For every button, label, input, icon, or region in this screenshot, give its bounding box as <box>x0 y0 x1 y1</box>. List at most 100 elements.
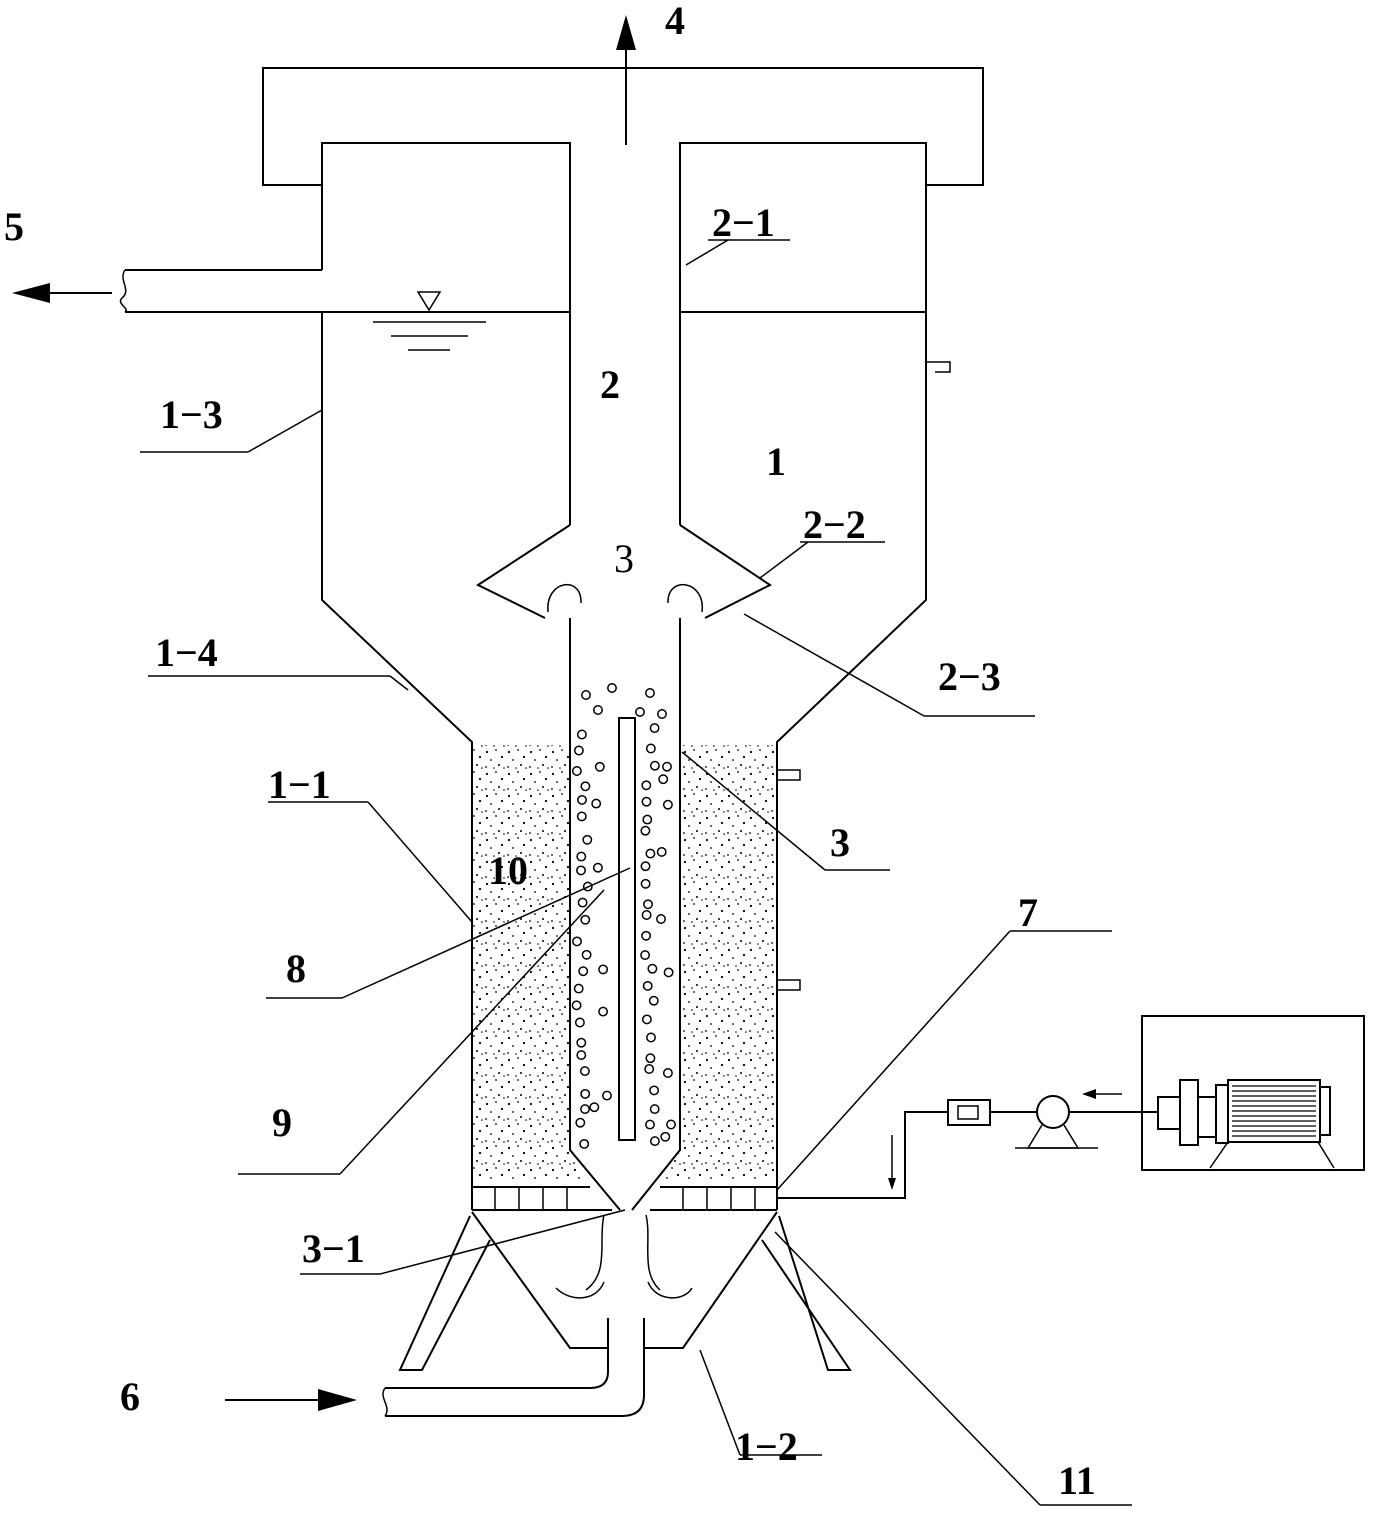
label-1-4: 1−4 <box>155 630 218 675</box>
gas-bubble <box>576 1037 587 1048</box>
gas-bubble <box>576 811 587 822</box>
gas-bubble <box>579 1066 590 1077</box>
gas-bubble <box>575 1117 586 1128</box>
gas-bubble <box>635 707 645 717</box>
gas-bubble <box>592 862 603 873</box>
gas-bubble <box>645 1119 655 1130</box>
gas-bubble <box>579 1138 590 1149</box>
gas-bubble <box>648 995 659 1006</box>
gas-bubble <box>649 1104 660 1115</box>
gas-bubble <box>589 1102 600 1113</box>
label-2-3: 2−3 <box>938 654 1001 699</box>
gas-bubble <box>593 705 603 715</box>
label-3-separator: 3 <box>614 536 634 581</box>
water-level-symbol <box>373 291 486 351</box>
gas-bubble <box>645 688 655 698</box>
gas-bubble <box>649 1136 660 1147</box>
label-8: 8 <box>286 946 306 991</box>
gas-bubble <box>580 781 591 792</box>
gas-bubble <box>645 1053 656 1064</box>
label-3: 3 <box>830 820 850 865</box>
gas-bubble <box>662 1068 673 1078</box>
gas-bubble <box>666 1119 676 1130</box>
gas-bubble <box>580 914 591 925</box>
gas-bubble <box>641 930 652 941</box>
aeration-system <box>777 1089 1158 1199</box>
three-phase-separator <box>475 524 772 619</box>
diagram-labels: 4 5 2−1 2 1−3 1 2−2 3 1−4 2−3 1−1 10 3 7… <box>4 0 1096 1503</box>
motor-unit <box>1141 1015 1365 1171</box>
gas-collection-hood <box>262 67 984 186</box>
gas-bubble <box>642 980 653 991</box>
gas-bubble <box>643 899 653 910</box>
gas-bubble <box>571 1000 582 1011</box>
riser-tube <box>569 618 681 1211</box>
gas-bubble <box>576 865 586 876</box>
gas-bubble <box>657 709 667 719</box>
label-1: 1 <box>766 439 786 484</box>
gas-bubble <box>642 814 653 825</box>
gas-bubble <box>576 729 587 740</box>
gas-bubble <box>644 1064 655 1074</box>
gas-bubble <box>641 796 652 807</box>
gas-outlet-arrow <box>616 15 636 145</box>
gas-bubble <box>598 1006 609 1017</box>
label-1-1: 1−1 <box>268 762 331 807</box>
label-4: 4 <box>665 0 685 43</box>
label-2-1: 2−1 <box>712 200 775 245</box>
gas-bubble <box>649 760 660 771</box>
gas-bubble <box>649 723 660 734</box>
gas-bubbles <box>571 683 676 1149</box>
gas-bubble <box>640 825 651 836</box>
gas-bubble <box>640 950 651 961</box>
gas-bubble <box>662 799 673 810</box>
gas-bubble <box>663 967 674 978</box>
gas-bubble <box>656 914 666 924</box>
gas-bubble <box>582 834 593 845</box>
label-6: 6 <box>120 1374 140 1419</box>
gas-bubble <box>602 1090 612 1101</box>
gas-bubble <box>573 983 584 994</box>
inlet-pipe <box>225 1318 645 1417</box>
label-2: 2 <box>600 362 620 407</box>
gas-bubble <box>581 690 591 700</box>
gas-bubble <box>649 1085 660 1096</box>
distribution-plate <box>472 1186 777 1211</box>
gas-bubble <box>640 861 651 872</box>
gas-bubble <box>660 1131 671 1142</box>
gas-bubble <box>647 963 658 974</box>
gas-bubble <box>646 1032 656 1043</box>
gas-bubble <box>580 1088 591 1099</box>
gas-bubble <box>607 683 617 693</box>
central-rod <box>618 717 636 1141</box>
label-11: 11 <box>1058 1458 1096 1503</box>
gas-bubble <box>594 761 605 772</box>
gas-bubble <box>576 1050 587 1061</box>
label-1-3: 1−3 <box>160 392 223 437</box>
label-9: 9 <box>272 1100 292 1145</box>
leader-lines <box>140 239 1132 1506</box>
gas-bubble <box>641 910 652 920</box>
gas-bubble <box>573 745 584 756</box>
gas-bubble <box>641 1014 652 1025</box>
label-5: 5 <box>4 204 24 249</box>
gas-bubble <box>580 1104 590 1115</box>
gas-bubble <box>641 780 652 791</box>
gas-bubble <box>577 897 588 908</box>
gas-bubble <box>645 743 656 754</box>
effluent-outlet-pipe <box>12 269 570 313</box>
label-7: 7 <box>1018 890 1038 935</box>
gas-bubble <box>656 846 667 857</box>
gas-bubble <box>591 798 602 809</box>
gas-bubble <box>640 878 651 889</box>
gas-bubble <box>581 949 592 960</box>
label-3-1: 3−1 <box>302 1226 365 1271</box>
gas-bubble <box>645 848 656 859</box>
gas-bubble <box>574 1017 585 1028</box>
settling-zone-wall <box>321 142 951 1210</box>
sampling-ports <box>776 769 801 991</box>
gas-bubble <box>662 761 672 772</box>
bottom-cone <box>471 1211 778 1349</box>
gas-bubble <box>598 964 609 975</box>
